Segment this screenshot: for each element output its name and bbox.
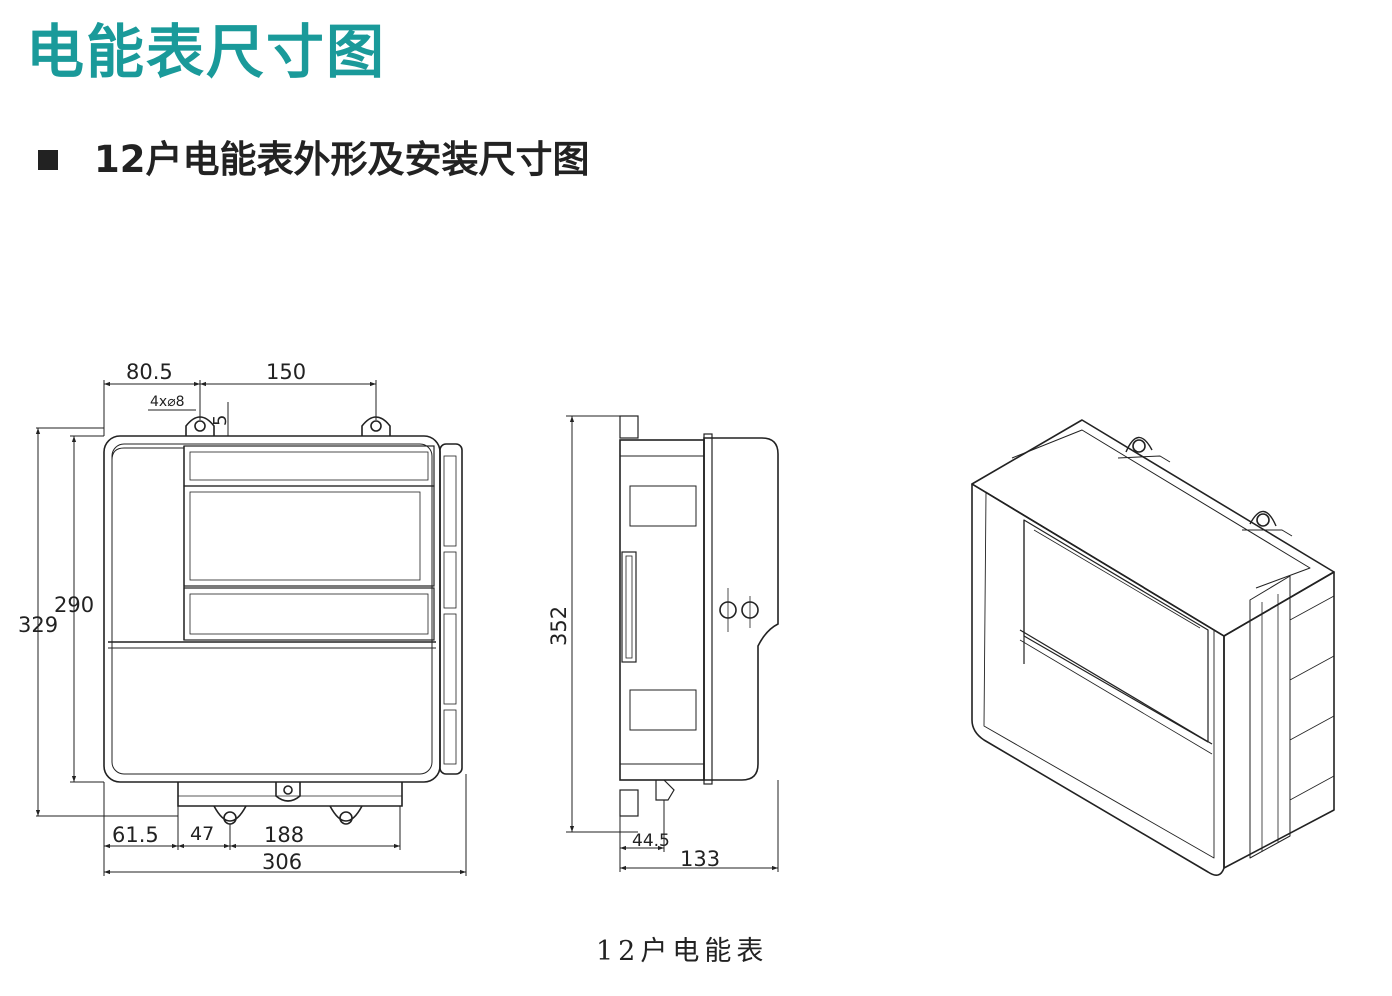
dim-hole-offset: 5: [210, 415, 231, 426]
dim-bottom-left: 61.5: [112, 823, 159, 847]
dim-outer-height: 329: [18, 613, 58, 637]
page-title: 电能表尺寸图: [26, 18, 387, 86]
dim-side-bracket: 44.5: [632, 831, 670, 851]
dim-top-left: 80.5: [126, 360, 173, 384]
side-view: [619, 415, 779, 817]
front-dimensions: [35, 380, 467, 876]
dim-inner-height: 290: [54, 593, 94, 617]
side-dimension-labels: 352 44.5 133: [547, 606, 720, 871]
dim-side-depth: 133: [680, 847, 720, 871]
dim-overall-width: 306: [262, 850, 302, 874]
dim-bottom-small: 47: [190, 823, 214, 845]
dim-holes: 4x⌀8: [150, 394, 185, 410]
section-heading-text: 12户电能表外形及安装尺寸图: [94, 138, 590, 181]
isometric-view: [971, 419, 1335, 876]
figure-caption: 12户电能表: [596, 936, 769, 967]
dim-bottom-spacing: 188: [264, 823, 304, 847]
front-dimension-labels: 80.5 150 4x⌀8 5 329 290 61.5 47 188 306: [18, 360, 306, 874]
dim-side-height: 352: [547, 606, 571, 646]
front-view: [103, 416, 463, 825]
dim-top-spacing: 150: [266, 360, 306, 384]
side-dimensions: [566, 415, 779, 872]
square-bullet-icon: [38, 150, 58, 170]
